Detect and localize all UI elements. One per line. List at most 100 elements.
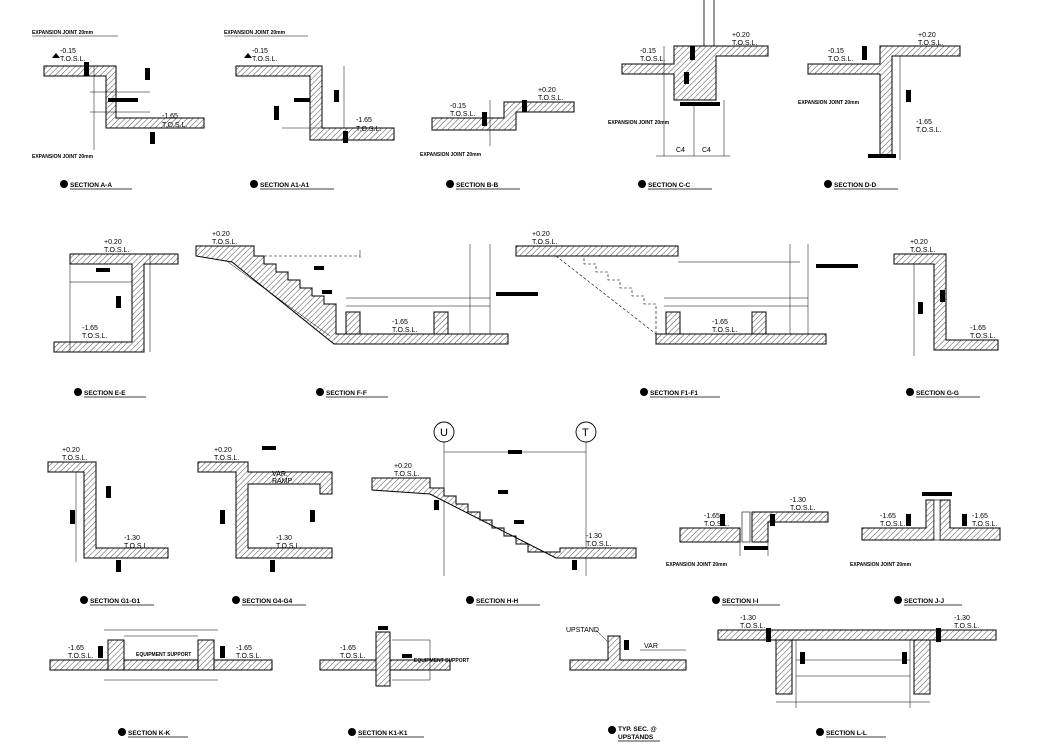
concrete-slab (515, 245, 679, 257)
note-expansion-joint: EXPANSION JOINT 20mm (32, 30, 94, 36)
section-title: SECTION E-E (84, 390, 126, 397)
concrete-section (893, 253, 999, 351)
level-label: -1.65 (972, 513, 988, 520)
section-marker-icon (816, 728, 824, 736)
joint-mark (906, 90, 911, 102)
concrete-pier (751, 311, 767, 335)
joint-mark (262, 446, 276, 450)
level-label: -0.15 (60, 48, 76, 55)
joint-mark (522, 100, 527, 112)
joint-mark (322, 290, 332, 294)
joint-mark (96, 268, 110, 272)
level-label: +0.20 (910, 239, 928, 246)
joint-mark (378, 626, 388, 630)
section-title: SECTION K1-K1 (358, 730, 408, 737)
joint-mark (514, 520, 524, 524)
concrete-slab (49, 659, 273, 671)
note-expansion-joint: EXPANSION JOINT 20mm (608, 120, 670, 126)
level-label: +0.20 (214, 447, 232, 454)
section-j-j: -1.65 T.O.S.L. -1.65 T.O.S.L. EXPANSION … (850, 492, 1001, 606)
tosl-label: T.O.S.L. (916, 127, 941, 134)
section-title: SECTION H-H (476, 598, 519, 605)
tosl-label: T.O.S.L. (62, 455, 87, 462)
joint-mark (116, 560, 121, 572)
concrete-upstand (569, 635, 687, 671)
section-f-f: +0.20 T.O.S.L. -1.65 T.O.S.L. SECTION F-… (195, 231, 538, 398)
level-marker-icon (244, 53, 252, 58)
level-label: -1.65 (68, 645, 84, 652)
upstand-label: UPSTAND (566, 627, 599, 634)
section-b-b: -0.15 T.O.S.L. +0.20 T.O.S.L. EXPANSION … (420, 87, 575, 190)
label-leader (595, 629, 609, 643)
level-label: -1.65 (82, 325, 98, 332)
joint-mark (434, 500, 439, 510)
section-k-k: -1.65 T.O.S.L. -1.65 T.O.S.L. EQUIPMENT … (49, 629, 273, 738)
tosl-label: T.O.S.L. (82, 333, 107, 340)
section-title: SECTION I-I (722, 598, 759, 605)
joint-mark (508, 450, 522, 454)
level-label: -1.65 (162, 113, 178, 120)
tosl-label: T.O.S.L. (538, 95, 563, 102)
section-title: TYP. SEC. @ (618, 726, 657, 733)
joint-mark (270, 560, 275, 572)
callout-mark (496, 292, 538, 296)
level-label: +0.20 (104, 239, 122, 246)
section-marker-icon (232, 596, 240, 604)
concrete-section (431, 101, 575, 131)
stair-concrete-section (371, 477, 637, 559)
tosl-label: T.O.S.L. (828, 56, 853, 63)
expansion-joint (741, 511, 751, 543)
tosl-label: T.O.S.L. (910, 247, 935, 254)
section-marker-icon (80, 596, 88, 604)
section-marker-icon (894, 596, 902, 604)
concrete-section (621, 45, 769, 101)
note-expansion-joint: EXPANSION JOINT 20mm (224, 30, 286, 36)
tosl-label: T.O.S.L. (356, 126, 381, 133)
section-marker-icon (466, 596, 474, 604)
equipment-plinth (375, 631, 391, 687)
concrete-slab (679, 527, 741, 543)
section-a-a: EXPANSION JOINT 20mm -0.15 T.O.S.L. -1.6… (32, 30, 205, 190)
joint-mark (690, 46, 695, 60)
concrete-section (43, 65, 205, 129)
joint-mark (868, 154, 896, 158)
concrete-section (235, 65, 395, 141)
note-expansion-joint: EXPANSION JOINT 20mm (420, 152, 482, 158)
level-label: +0.20 (394, 463, 412, 470)
section-title: SECTION C-C (648, 182, 691, 189)
joint-mark (294, 98, 310, 102)
level-label: -1.65 (392, 319, 408, 326)
section-marker-icon (608, 726, 616, 734)
joint-mark (150, 132, 155, 144)
section-a1-a1: EXPANSION JOINT 20mm -0.15 T.O.S.L. -1.6… (224, 30, 395, 190)
joint-mark (334, 90, 339, 102)
level-label: +0.20 (918, 32, 936, 39)
concrete-pier (433, 311, 449, 335)
concrete-slab (655, 333, 827, 345)
concrete-pier (345, 311, 361, 335)
ramp-label: RAMP (272, 478, 293, 485)
joint-mark (220, 646, 225, 658)
level-label: +0.20 (732, 32, 750, 39)
joint-mark (84, 62, 89, 76)
concrete-pier (665, 311, 681, 335)
note-equipment-support: EQUIPMENT SUPPORT (414, 658, 469, 664)
level-label: -1.65 (704, 513, 720, 520)
note-expansion-joint: EXPANSION JOINT 20mm (798, 100, 860, 106)
level-label: -1.65 (340, 645, 356, 652)
joint-mark (940, 290, 945, 302)
concrete-section (47, 461, 169, 559)
stair-concrete-section (195, 245, 509, 345)
level-label: -0.15 (640, 48, 656, 55)
section-marker-icon (906, 388, 914, 396)
column-mark: C4 (702, 147, 711, 154)
section-l-l: -1.30 T.O.S.L. -1.30 T.O.S.L. SECTION L-… (717, 615, 997, 738)
expansion-joint (933, 499, 941, 541)
section-marker-icon (824, 180, 832, 188)
tosl-label: T.O.S.L. (392, 327, 417, 334)
tosl-label: T.O.S.L. (212, 239, 237, 246)
joint-mark (106, 486, 111, 498)
concrete-slab (717, 629, 997, 641)
concrete-section (53, 253, 179, 353)
